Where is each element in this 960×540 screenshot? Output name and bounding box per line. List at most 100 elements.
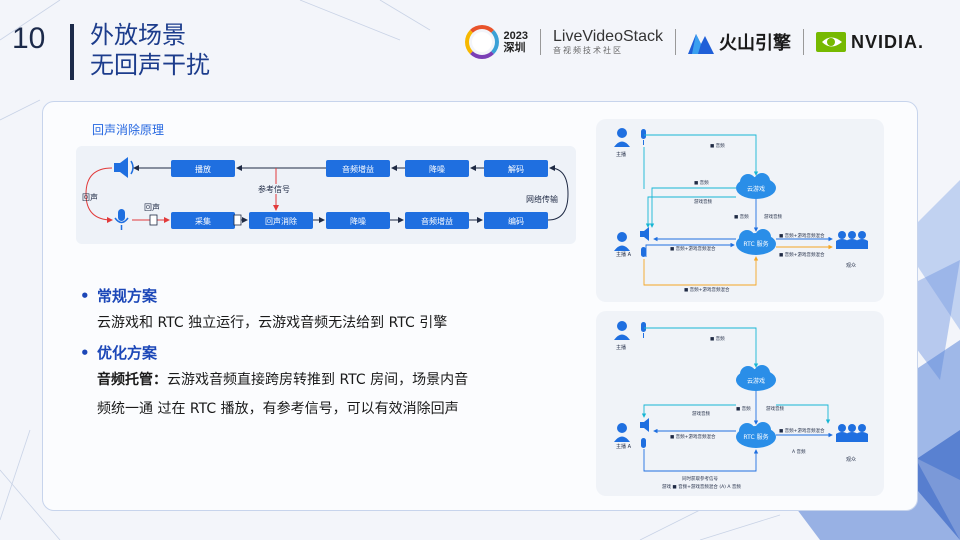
host-mic-icon	[641, 322, 646, 338]
livevideostack-subtitle: 音视频技术社区	[552, 45, 623, 55]
box-gain-bottom	[405, 212, 469, 229]
p1-label-game-2: 游戏音频	[764, 213, 782, 220]
title-line-1: 外放场景	[90, 21, 186, 49]
label-decode: 解码	[508, 164, 524, 174]
title-divider	[70, 24, 74, 80]
p1-label-voice-1: ■ 音频	[710, 142, 725, 149]
scheme-diagram-regular: 主播 主播 A 云游戏 RTC 服务 观众 ■ 音频 ■	[614, 128, 868, 293]
echo-diagram-title: 回声消除原理	[92, 123, 165, 137]
logo-separator	[539, 29, 541, 55]
cloud-game-node: 云游戏	[736, 365, 776, 391]
bullet-head-regular: 常规方案	[80, 283, 468, 309]
volcengine-name: 火山引擎	[718, 33, 791, 54]
livevideostack-name: LiveVideoStack	[552, 27, 663, 45]
microphone-icon	[114, 209, 129, 230]
label-aec: 回声消除	[265, 216, 297, 226]
nvidia-eye-icon	[815, 32, 846, 52]
livevideostack-logo: LiveVideoStack 音视频技术社区	[552, 27, 663, 56]
echo-label-left: 回声	[82, 192, 98, 202]
box-encode	[484, 212, 548, 229]
logo-separator	[674, 29, 676, 55]
box-denoise-top	[405, 160, 469, 177]
p2-label-a-voice: A 音频	[792, 448, 806, 455]
host-a-label: 主播 A	[616, 251, 632, 258]
echo-marker	[233, 214, 242, 226]
box-capture	[171, 212, 235, 229]
rtc-service-label: RTC 服务	[743, 240, 768, 248]
p2-label-bottom: 游戏 ■ 音频+游戏音频混合 (A) A 音频	[662, 483, 741, 490]
p2-label-game-2: 游戏音频	[766, 405, 784, 412]
bullet-body-strong: 音频托管：	[97, 372, 167, 388]
host-person-icon	[614, 321, 630, 340]
p2-label-voice-2: ■ 音频	[736, 405, 751, 412]
label-encode: 编码	[508, 216, 524, 226]
host-a-person-icon	[614, 423, 630, 442]
conference-ring-icon	[464, 25, 499, 59]
p1-label-mix-2: ■ 音频+游戏音频混合	[779, 232, 825, 239]
host-a-label: 主播 A	[616, 443, 632, 450]
nvidia-logo: NVIDIA.	[815, 31, 924, 53]
label-play: 播放	[195, 164, 211, 174]
p1-label-game-1: 游戏音频	[694, 198, 712, 205]
p2-label-mix-2: ■ 音频+游戏音频混合	[779, 427, 825, 434]
title-line-2: 无回声干扰	[90, 51, 210, 79]
audience-icon	[836, 231, 868, 249]
p1-label-mix-1: ■ 音频+游戏音频混合	[670, 245, 716, 252]
bullet-body-regular: 云游戏和 RTC 独立运行，云游戏音频无法给到 RTC 引擎	[97, 315, 448, 331]
host-person-icon	[614, 128, 630, 147]
box-play	[171, 160, 235, 177]
ref-signal-label: 参考信号	[258, 184, 290, 194]
host-label: 主播	[616, 151, 626, 158]
slide-title: 外放场景 无回声干扰	[90, 20, 210, 80]
rtc-service-label: RTC 服务	[743, 433, 768, 441]
nvidia-name: NVIDIA.	[850, 31, 924, 52]
p1-label-mix-4: ■ 音频+游戏音频混合	[684, 286, 730, 293]
box-decode	[484, 160, 548, 177]
conference-logo: 2023 深圳	[464, 25, 528, 59]
echo-cancellation-diagram: 播放 音频增益 降噪 解码 采集 回声消除 降噪 音频增益 编码 参考信号 回声	[82, 157, 569, 230]
host-a-speaker-icon	[640, 418, 649, 432]
conference-year: 2023	[503, 30, 528, 42]
scheme-diagram-optimized: 主播 主播 A 云游戏 RTC 服务 观众 ■ 音频 游戏音频 ■ 音频 游戏音…	[614, 321, 868, 490]
host-a-speaker-icon	[640, 227, 649, 241]
volcano-icon	[687, 34, 714, 54]
host-label: 主播	[616, 344, 626, 351]
bullet-head-optimized: 优化方案	[80, 340, 468, 366]
audience-label: 观众	[846, 263, 856, 269]
host-a-person-icon	[614, 232, 630, 251]
audience-icon	[836, 424, 868, 442]
rtc-service-node: RTC 服务	[736, 422, 776, 448]
logo-separator	[802, 29, 804, 55]
label-capture: 采集	[195, 216, 211, 226]
echo-marker	[149, 214, 158, 226]
cloud-game-label: 云游戏	[747, 185, 765, 193]
bullet-list: 常规方案 云游戏和 RTC 独立运行，云游戏音频无法给到 RTC 引擎 优化方案…	[80, 283, 468, 424]
rtc-service-node: RTC 服务	[736, 229, 776, 255]
conference-city: 深圳	[503, 42, 526, 54]
host-a-mic-icon	[641, 438, 646, 448]
network-label: 网络传输	[526, 194, 558, 204]
p1-label-voice-2: ■ 音频	[694, 179, 709, 186]
p2-label-game-1: 游戏音频	[692, 410, 710, 417]
label-gain-top: 音频增益	[342, 164, 374, 174]
label-gain-bottom: 音频增益	[421, 216, 453, 226]
echo-label-mid: 回声	[144, 202, 160, 212]
volcengine-logo: 火山引擎	[687, 29, 791, 55]
audience-label: 观众	[846, 457, 856, 463]
box-aec	[249, 212, 313, 229]
host-mic-icon	[641, 129, 646, 145]
p1-label-voice-3: ■ 音频	[734, 213, 749, 220]
p2-label-ref: 同时获取参考信号	[682, 475, 718, 482]
label-denoise-top: 降噪	[429, 164, 445, 174]
label-denoise-bottom: 降噪	[350, 216, 366, 226]
p1-label-mix-3: ■ 音频+游戏音频混合	[779, 251, 825, 258]
bullet-body-optimized-line-2: 频统一通 过在 RTC 播放，有参考信号，可以有效消除回声	[97, 401, 459, 417]
host-a-mic-icon	[641, 247, 646, 257]
speaker-icon	[114, 157, 134, 178]
slide-number: 10	[12, 22, 46, 55]
sponsor-logos: 2023 深圳 LiveVideoStack 音视频技术社区 火山引擎 NVID…	[464, 22, 925, 62]
p2-label-mix-1: ■ 音频+游戏音频混合	[670, 433, 716, 440]
cloud-game-node: 云游戏	[736, 173, 776, 199]
cloud-game-label: 云游戏	[747, 377, 765, 385]
bullet-body-text: 云游戏音频直接跨房转推到 RTC 房间，场景内音	[167, 372, 469, 388]
